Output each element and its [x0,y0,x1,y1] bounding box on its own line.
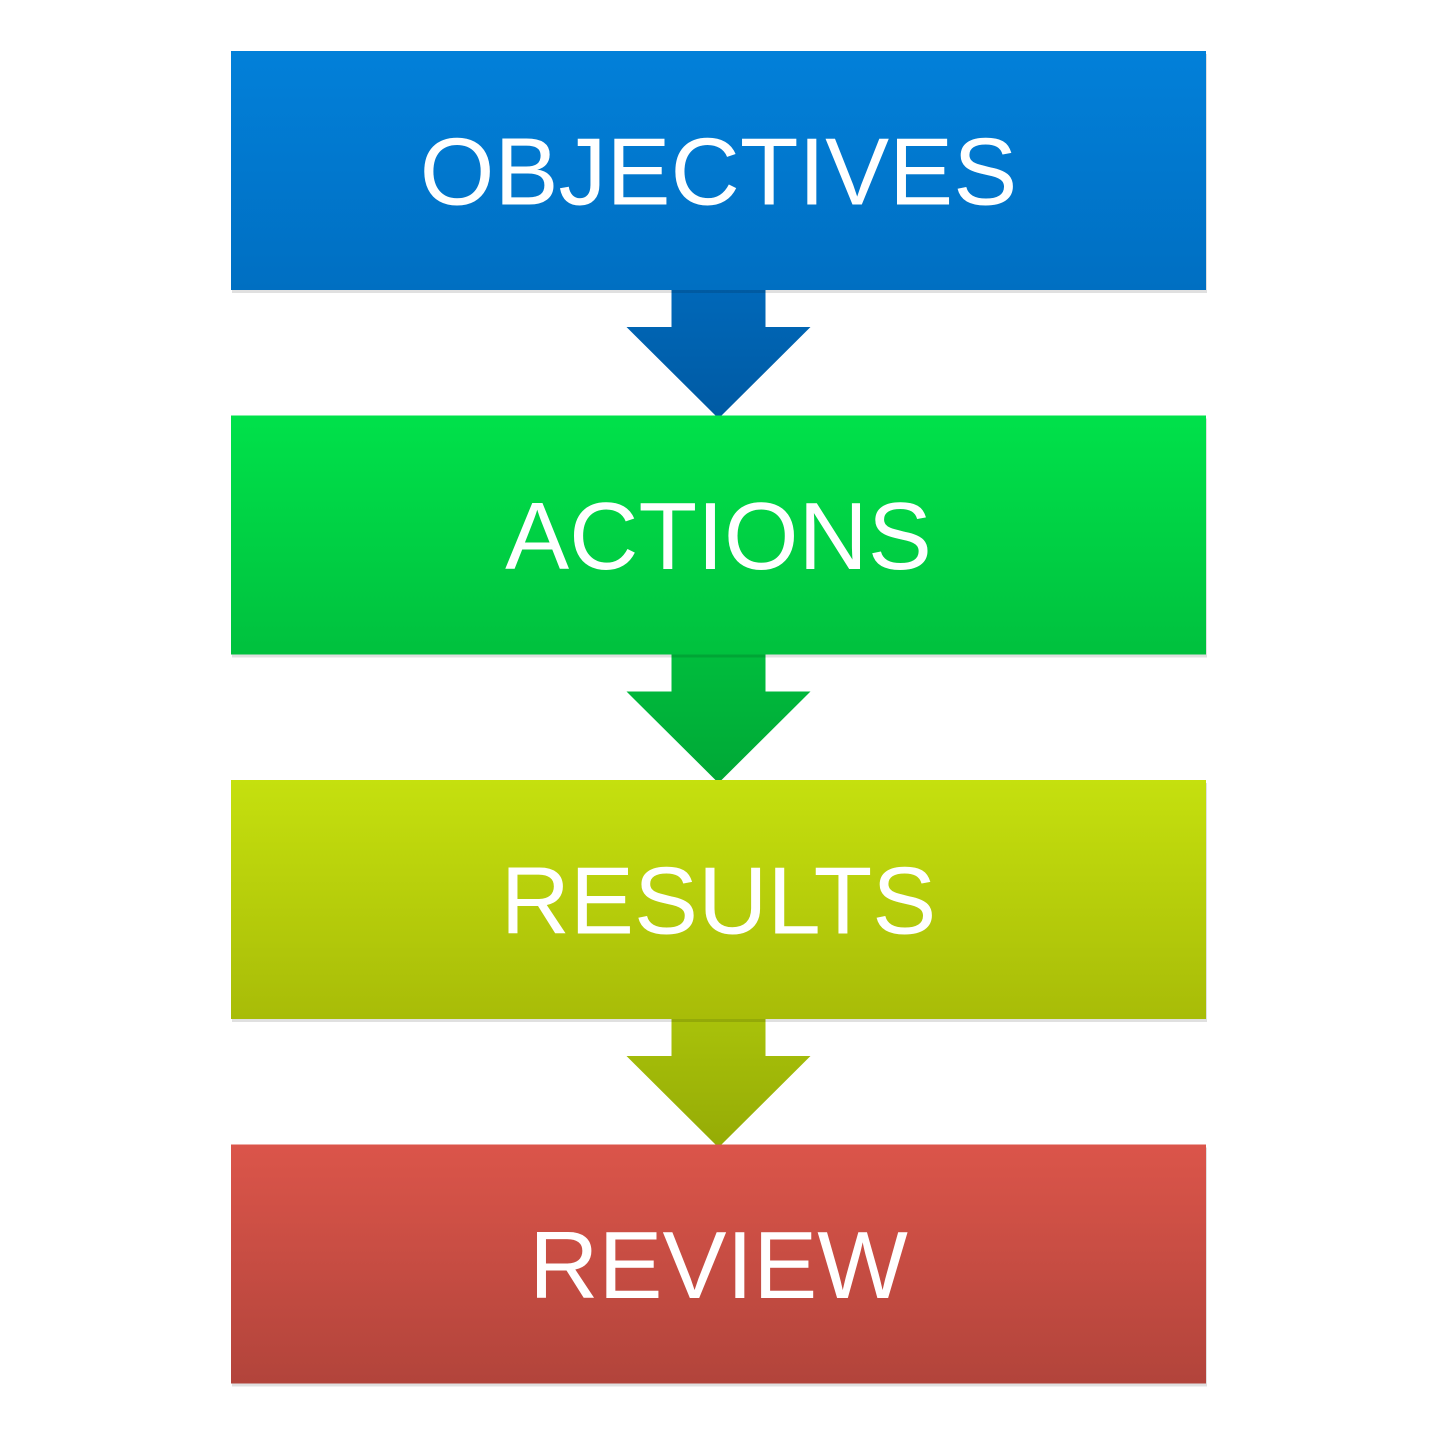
stage-review: REVIEW [231,1144,1207,1387]
stage-objectives: OBJECTIVES [231,51,1207,293]
stage-results: RESULTS [231,780,1207,1022]
stages-layer: OBJECTIVES ACTIONS RESULTS REVIEW [231,51,1207,1387]
arrow-results-to-review [626,1017,811,1148]
stage-results-label: RESULTS [501,848,937,955]
stage-results-box [231,780,1206,1019]
stage-objectives-box [231,51,1206,290]
stage-actions-box [231,415,1206,655]
stage-objectives-label: OBJECTIVES [420,119,1017,226]
arrow-objectives-to-actions [626,288,811,419]
arrows-layer [626,288,811,1148]
stage-review-label: REVIEW [529,1212,908,1319]
stage-review-box [231,1144,1206,1384]
stage-actions: ACTIONS [231,415,1207,658]
arrow-actions-to-results [626,652,811,783]
stage-actions-label: ACTIONS [505,483,932,590]
